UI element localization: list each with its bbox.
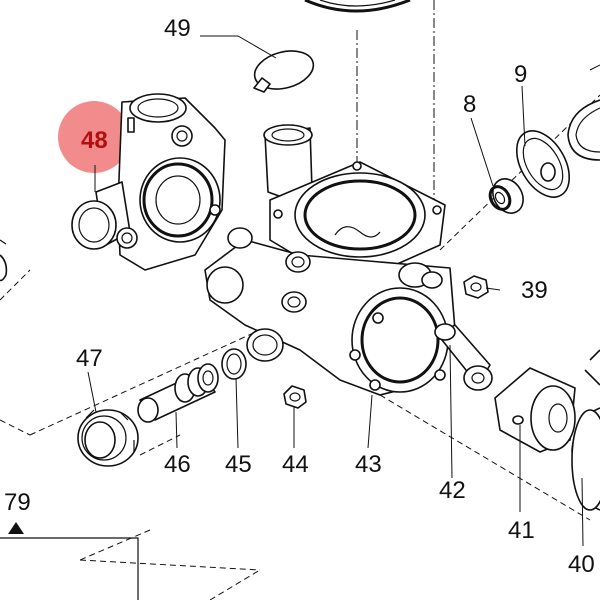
top-housing-edge — [304, 0, 411, 13]
top-housing-inner-edge — [319, 0, 396, 7]
part-9-disc — [515, 130, 571, 198]
label-9: 9 — [514, 61, 527, 88]
label-44: 44 — [282, 451, 309, 478]
part-39-nut — [463, 275, 489, 299]
label-49: 49 — [164, 15, 191, 42]
leader-lines — [87, 35, 584, 547]
part-49-cap — [253, 50, 315, 93]
part-41-cylinder — [494, 367, 576, 453]
part-42-arm — [434, 323, 493, 391]
part-48-housing — [71, 93, 226, 271]
highlight-circle-48 — [58, 101, 130, 173]
triangle-marker-79 — [8, 522, 24, 534]
label-46: 46 — [164, 451, 191, 478]
label-39: 39 — [521, 277, 548, 304]
label-8: 8 — [463, 91, 476, 118]
part-40-cylinder — [571, 349, 600, 511]
part-labels: 49 48 9 8 39 47 46 45 44 43 42 41 40 79 — [4, 15, 595, 578]
label-45: 45 — [225, 451, 252, 478]
label-41: 41 — [508, 517, 535, 544]
right-ring-partial — [567, 64, 600, 161]
part-44-nut — [283, 385, 307, 409]
part-47-nut — [77, 409, 139, 467]
left-edge-part — [0, 239, 8, 282]
part-8-seal — [488, 178, 524, 214]
label-47: 47 — [76, 345, 103, 372]
label-43: 43 — [355, 451, 382, 478]
part-45-oring — [221, 348, 247, 380]
label-48: 48 — [81, 127, 108, 154]
label-40: 40 — [568, 551, 595, 578]
bottom-frame — [0, 537, 139, 600]
part-46-fitting — [137, 363, 219, 423]
label-42: 42 — [439, 477, 466, 504]
pump-body — [204, 124, 456, 396]
label-79: 79 — [4, 489, 31, 516]
